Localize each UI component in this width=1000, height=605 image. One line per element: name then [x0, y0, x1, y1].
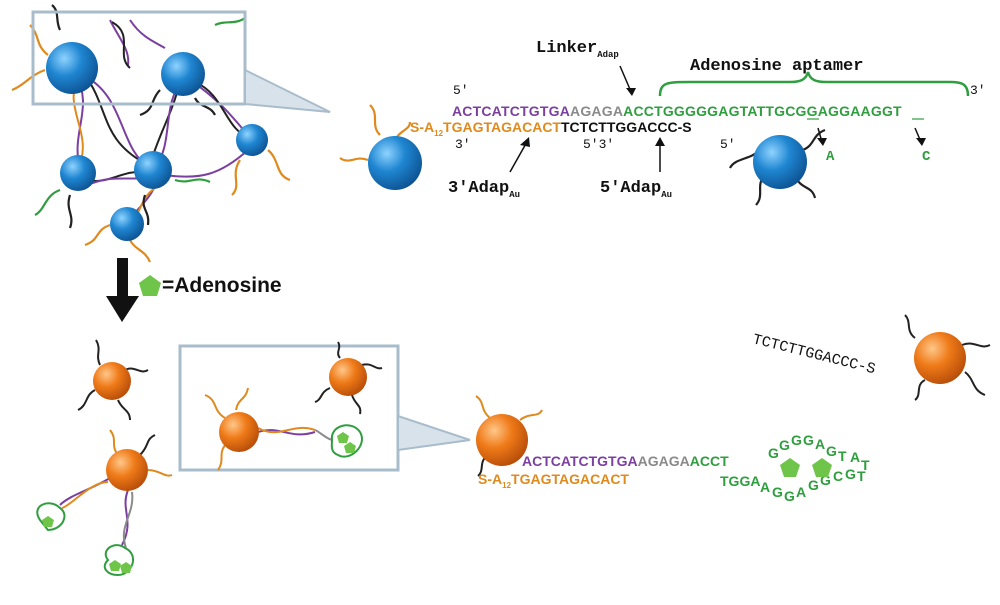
linker-label: LinkerAdap — [536, 39, 619, 60]
gold-particle — [60, 155, 96, 191]
svg-text:G: G — [784, 488, 795, 504]
gold-particle — [368, 136, 422, 190]
svg-text:T: T — [857, 468, 866, 484]
svg-text:G: G — [779, 437, 790, 453]
gold-particle — [161, 52, 205, 96]
dispersed-particle — [476, 414, 528, 466]
svg-text:T: T — [838, 448, 847, 464]
gold-particle — [236, 124, 268, 156]
mutation-a: A — [826, 149, 835, 165]
released-top-strand: ACTCATCTGTGAAGAGAACCT — [522, 453, 729, 469]
svg-text:G: G — [803, 432, 814, 448]
svg-text:C: C — [833, 468, 843, 484]
legend: =Adenosine — [139, 274, 282, 297]
svg-text:A: A — [796, 484, 806, 500]
svg-text:G: G — [820, 472, 831, 488]
adap3-label: 3′AdapAu — [448, 179, 520, 200]
adap5-label: 5′AdapAu — [600, 179, 672, 200]
zoom-callout — [244, 68, 331, 113]
pentagon-icon — [139, 275, 161, 296]
dispersed-particle — [219, 412, 259, 452]
svg-text:A: A — [815, 436, 825, 452]
pentagon-icon — [780, 458, 800, 477]
legend-text: =Adenosine — [162, 274, 282, 297]
bottom-strand: S-A12TGAGTAGACACTTCTCTTGGACCC-S — [410, 119, 692, 138]
top-strand: ACTCATCTGTGAAGAGAACCTGGGGGAGTATTGCGGAGGA… — [452, 103, 902, 119]
aptamer-loop-letters: G G G G A G T A T TGGA A G G A G G C G T — [720, 432, 870, 504]
gold-particle — [110, 207, 144, 241]
zoom-frame — [31, 10, 247, 106]
gold-particle — [46, 42, 98, 94]
free-strand: TCTCTTGGACCC-S — [751, 331, 877, 378]
svg-text:G: G — [791, 432, 802, 448]
released-bottom-strand: S-A12TGAGTAGACACT — [478, 471, 629, 490]
svg-text:TGGA: TGGA — [720, 473, 760, 489]
dispersed-particle — [93, 362, 131, 400]
dispersed-particle — [106, 449, 148, 491]
prime-3-right: 3′ — [970, 83, 986, 98]
dispersed-particles — [36, 339, 173, 577]
svg-text:G: G — [826, 443, 837, 459]
aptamer-loop — [330, 424, 363, 458]
prime-5-left: 5′ — [453, 83, 469, 98]
svg-text:G: G — [768, 445, 779, 461]
helix-links — [72, 19, 253, 226]
svg-text:G: G — [808, 477, 819, 493]
svg-text:G: G — [772, 484, 783, 500]
dispersed-particle — [914, 332, 966, 384]
zoom-frame — [178, 344, 400, 472]
assembled-duplex: LinkerAdap Adenosine aptamer 5′ 3′ ACTCA… — [339, 39, 986, 206]
prime-5-3-mid: 5′3′ — [583, 137, 614, 152]
mutation-c: C — [922, 149, 931, 165]
svg-text:T: T — [861, 457, 870, 473]
dispersed-particle — [329, 358, 367, 396]
released-duplex: TCTCTTGGACCC-S ACTCATCTGTGAAGAGAACCT S-A… — [475, 314, 991, 504]
process-arrow — [106, 258, 139, 322]
gold-particle — [753, 135, 807, 189]
prime-3-left: 3′ — [455, 137, 471, 152]
gold-particle — [134, 151, 172, 189]
released-zoom — [178, 341, 471, 472]
svg-text:A: A — [850, 449, 860, 465]
aptamer-loop — [103, 544, 135, 577]
aptamer-brace — [658, 71, 970, 97]
aptamer-loop — [36, 502, 66, 532]
prime-5-mid: 5′ — [720, 137, 736, 152]
zoom-callout — [397, 414, 471, 452]
aptamer-label: Adenosine aptamer — [690, 57, 863, 76]
aggregated-network — [11, 4, 331, 263]
svg-text:G: G — [845, 466, 856, 482]
pentagon-icon — [812, 458, 832, 477]
svg-text:A: A — [760, 479, 770, 495]
